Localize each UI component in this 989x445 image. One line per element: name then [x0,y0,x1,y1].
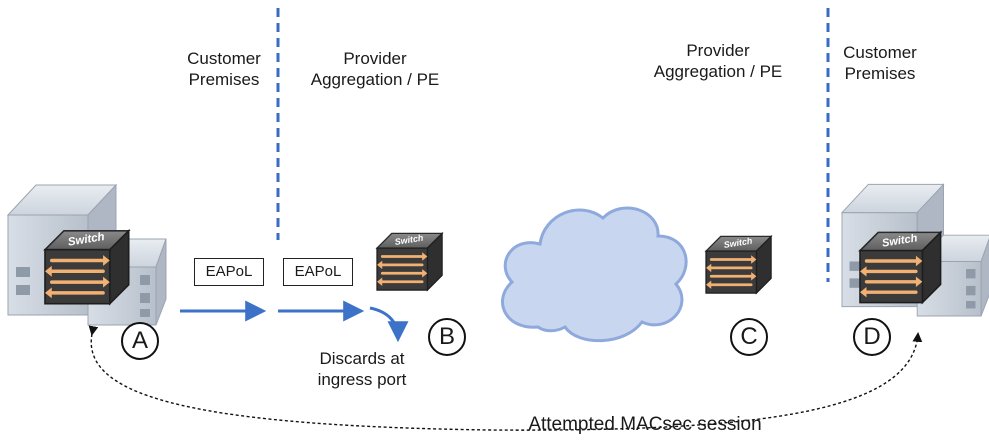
node-a-circle: A [121,322,159,360]
node-c-circle: C [730,318,768,356]
right-provider-label: Provider Aggregation / PE [653,41,783,81]
discard-arrow [369,306,409,343]
switch-icon: Switch [704,235,773,295]
switch-icon: Switch [43,229,131,306]
switch-d-label: Switch [881,232,918,249]
switch-icon: Switch [858,230,943,305]
switch-c-label: Switch [723,236,753,250]
discard-note: Discards at ingress port [317,349,407,389]
left-customer-label: Customer Premises [187,49,261,89]
node-d-circle: D [853,318,891,356]
macsec-session-arc [88,325,923,431]
cloud-icon [501,206,688,343]
right-customer-label: Customer Premises [843,43,917,83]
node-b-circle: B [428,318,466,356]
eapol-frame-2: EAPoL [283,258,353,286]
eapol-frame-1: EAPoL [194,258,264,286]
session-label: Attempted MACsec session [528,414,762,435]
switch-a-label: Switch [67,231,105,249]
left-provider-label: Provider Aggregation / PE [310,49,440,89]
switch-icon: Switch [375,232,444,292]
switch-b-label: Switch [394,233,424,247]
